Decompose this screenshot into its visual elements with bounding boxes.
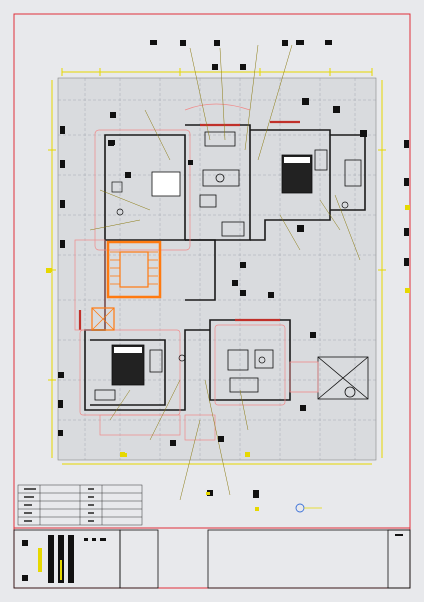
staircase — [106, 240, 162, 299]
title-block-highlights — [38, 548, 62, 580]
title-block-details — [22, 534, 403, 583]
title-block — [13, 529, 411, 589]
leader-lines — [89, 44, 361, 501]
building-walls — [84, 124, 366, 411]
legend-table — [17, 484, 143, 526]
yellow-markers — [48, 206, 409, 511]
bath-icon — [111, 181, 349, 364]
legend-symbols — [24, 488, 94, 522]
roof-icon — [289, 356, 369, 400]
furniture-outlines — [74, 103, 286, 441]
north-arrow-icon — [295, 503, 322, 513]
elevator-box — [91, 307, 115, 331]
annotation-tags — [58, 40, 409, 498]
sofa-icon — [94, 131, 362, 401]
